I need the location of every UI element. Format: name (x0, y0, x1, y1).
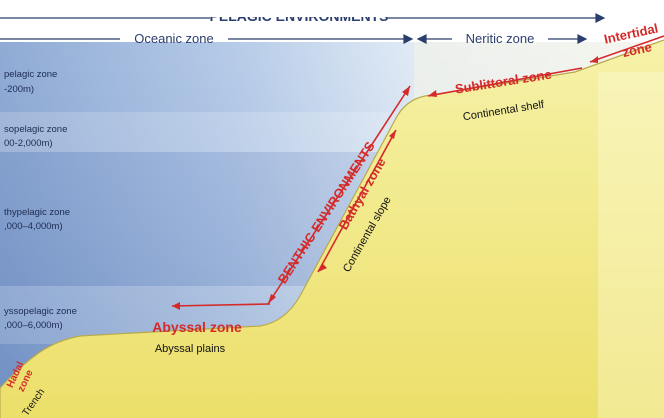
abyssopelagic-depth: ,000–6,000m) (4, 320, 63, 331)
neritic-zone-label: Neritic zone (466, 31, 535, 46)
intertidal-arrow (589, 35, 664, 63)
shelf-highlight (598, 72, 664, 418)
sublittoral-arrow (427, 67, 583, 97)
mesopelagic-name: sopelagic zone (4, 124, 67, 135)
seafloor-outline (0, 39, 664, 418)
bathyal-arrow (317, 129, 397, 273)
benthic-arrowheads (172, 56, 598, 310)
pelagic-header-arrows (0, 13, 606, 44)
mesopelagic-band (0, 112, 414, 152)
benthic-arrows (171, 35, 664, 307)
abyssal-left-arrow (171, 303, 271, 307)
intertidal-label-line2: zone (621, 39, 653, 60)
benthic-environments-arrow (267, 85, 411, 305)
bathypelagic-name: thypelagic zone (4, 207, 70, 218)
oceanic-zone-label: Oceanic zone (134, 31, 214, 46)
epipelagic-name: pelagic zone (4, 69, 57, 80)
bathypelagic-depth: ,000–4,000m) (4, 221, 63, 232)
abyssal-plains-label: Abyssal plains (155, 343, 226, 355)
epipelagic-depth: -200m) (4, 84, 34, 95)
abyssal-zone-label: Abyssal zone (152, 319, 242, 335)
seafloor (0, 40, 664, 418)
abyssopelagic-name: yssopelagic zone (4, 306, 77, 317)
pelagic-layer-labels: pelagic zone -200m) sopelagic zone 00-2,… (4, 69, 77, 331)
mesopelagic-depth: 00-2,000m) (4, 138, 53, 149)
